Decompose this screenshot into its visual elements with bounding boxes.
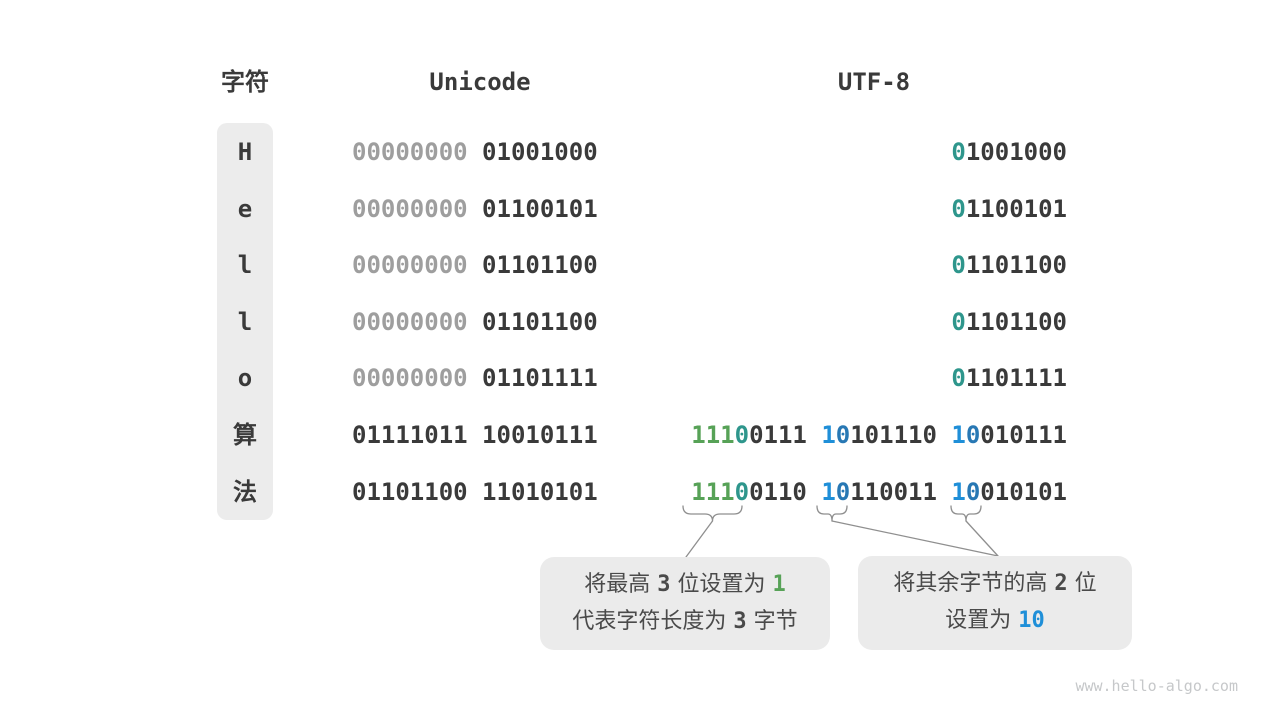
bit-segment-text: 将其余字节的高	[893, 571, 1055, 596]
bit-segment-blue1: 1	[951, 421, 966, 449]
bit-segment-teal: 0	[951, 308, 966, 336]
bit-segment-teal: 0	[734, 478, 750, 506]
bit-segment-dark: 01101111	[482, 364, 598, 392]
bit-segment-dark: 01101100 11010101	[352, 478, 598, 506]
bit-segment-blue0: 0	[965, 478, 981, 506]
connector-line-mid	[831, 520, 999, 557]
bit-segment-dark: 0111	[749, 421, 822, 449]
connector-line-left	[685, 520, 714, 558]
bit-segment-teal: 0	[951, 364, 966, 392]
bit-segment-blue1: 1	[821, 421, 836, 449]
column-header-char: 字符	[221, 68, 269, 96]
column-header-unicode: Unicode	[429, 68, 531, 96]
bit-segment-dark: 01101100	[482, 251, 598, 279]
bit-segment-dark: 01111011 10010111	[352, 421, 598, 449]
row-character: l	[237, 308, 253, 336]
row-character: 算	[233, 421, 257, 449]
bit-segment-teal: 0	[951, 195, 966, 223]
row-utf8-bits: 11100111 10101110 10010111	[691, 420, 1067, 450]
bit-segment-blue1: 1	[951, 478, 966, 506]
row-unicode-bits: 00000000 01101100	[352, 307, 598, 337]
bit-segment-green: 1	[772, 572, 786, 597]
bit-segment-dark: 1101111	[965, 364, 1067, 392]
bit-segment-text: 位	[1067, 571, 1097, 596]
row-unicode-bits: 01111011 10010111	[352, 420, 598, 450]
character-column-panel	[217, 123, 273, 520]
row-utf8-bits: 01101111	[951, 363, 1067, 393]
bit-segment-teal: 0	[951, 138, 966, 166]
bit-segment-teal: 0	[734, 421, 750, 449]
bit-segment-dark: 0110	[749, 478, 822, 506]
bit-segment-num: 3	[733, 609, 747, 634]
bit-segment-blue0: 0	[965, 421, 981, 449]
row-utf8-bits: 01101100	[951, 307, 1067, 337]
bit-segment-num: 2	[1054, 571, 1068, 596]
row-unicode-bits: 00000000 01101100	[352, 250, 598, 280]
bit-segment-gray: 00000000	[352, 138, 483, 166]
callout-continuation-bits: 将其余字节的高 2 位设置为 10	[858, 556, 1132, 650]
row-character: H	[237, 138, 253, 166]
bit-segment-dark: 1101100	[965, 251, 1067, 279]
row-character: e	[237, 195, 253, 223]
row-utf8-bits: 01100101	[951, 194, 1067, 224]
callout-text-line: 将其余字节的高 2 位	[858, 565, 1132, 602]
bit-segment-dark: 010111	[980, 421, 1067, 449]
row-unicode-bits: 01101100 11010101	[352, 477, 598, 507]
bit-segment-gray: 00000000	[352, 308, 483, 336]
connector-line-right	[965, 520, 999, 557]
row-unicode-bits: 00000000 01101111	[352, 363, 598, 393]
callout-text-line: 设置为 10	[858, 602, 1132, 639]
watermark: www.hello-algo.com	[1075, 677, 1238, 695]
bit-segment-gray: 00000000	[352, 364, 483, 392]
bit-segment-text: 设置为	[945, 608, 1019, 633]
row-utf8-bits: 01101100	[951, 250, 1067, 280]
bit-segment-num: 3	[657, 572, 671, 597]
underbrace-3bit-prefix	[682, 505, 743, 522]
bit-segment-dark: 01001000	[482, 138, 598, 166]
bit-segment-dark: 1001000	[965, 138, 1067, 166]
row-character: 法	[233, 478, 257, 506]
bit-segment-gray: 00000000	[352, 195, 483, 223]
bit-segment-teal: 0	[951, 251, 966, 279]
underbrace-continuation-byte3	[950, 505, 982, 522]
bit-segment-green: 111	[691, 478, 735, 506]
bit-segment-blue1: 1	[821, 478, 836, 506]
bit-segment-gray: 00000000	[352, 251, 483, 279]
row-unicode-bits: 00000000 01100101	[352, 194, 598, 224]
callout-text-line: 代表字符长度为 3 字节	[540, 603, 830, 640]
column-header-utf8: UTF-8	[837, 68, 911, 96]
bit-segment-blue0: 0	[835, 421, 851, 449]
bit-segment-text: 位设置为	[670, 572, 773, 597]
underbrace-continuation-byte2	[816, 505, 848, 522]
bit-segment-green: 111	[691, 421, 735, 449]
bit-segment-dark: 010101	[980, 478, 1067, 506]
bit-segment-dark: 110011	[850, 478, 952, 506]
bit-segment-blue1: 10	[1018, 608, 1045, 633]
bit-segment-dark: 1100101	[965, 195, 1067, 223]
bit-segment-text: 字节	[746, 609, 798, 634]
row-character: l	[237, 251, 253, 279]
row-utf8-bits: 11100110 10110011 10010101	[691, 477, 1067, 507]
bit-segment-dark: 101110	[850, 421, 952, 449]
bit-segment-dark: 01101100	[482, 308, 598, 336]
row-character: o	[237, 364, 253, 392]
bit-segment-dark: 1101100	[965, 308, 1067, 336]
bit-segment-blue0: 0	[835, 478, 851, 506]
row-unicode-bits: 00000000 01001000	[352, 137, 598, 167]
callout-text-line: 将最高 3 位设置为 1	[540, 566, 830, 603]
bit-segment-text: 将最高	[584, 572, 658, 597]
row-utf8-bits: 01001000	[951, 137, 1067, 167]
bit-segment-dark: 01100101	[482, 195, 598, 223]
bit-segment-text: 代表字符长度为	[572, 609, 734, 634]
